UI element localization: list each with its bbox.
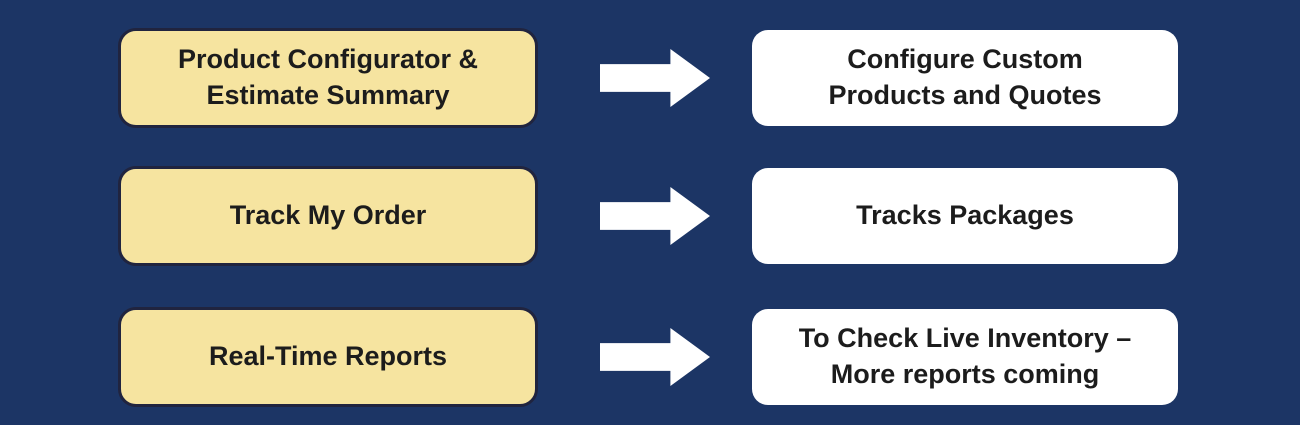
feature-label: Real-Time Reports [208,341,448,372]
description-box-live-inventory: To Check Live Inventory – More reports c… [752,309,1178,405]
description-label: To Check Live Inventory – More reports c… [798,323,1132,389]
feature-label: Product Configurator & Estimate Summary [178,44,478,110]
feature-box-track-my-order: Track My Order [118,166,538,266]
description-label: Configure Custom Products and Quotes [828,44,1102,110]
diagram-row: Product Configurator & Estimate Summary … [0,28,1300,128]
arrow-right-icon [600,328,710,386]
feature-box-real-time-reports: Real-Time Reports [118,307,538,407]
feature-label: Track My Order [229,200,427,231]
diagram-row: Track My Order Tracks Packages [0,166,1300,266]
description-box-tracks-packages: Tracks Packages [752,168,1178,264]
arrow-right-icon [600,49,710,107]
description-label: Tracks Packages [856,200,1074,231]
feature-box-product-configurator: Product Configurator & Estimate Summary [118,28,538,128]
diagram-row: Real-Time Reports To Check Live Inventor… [0,307,1300,407]
arrow-right-icon [600,187,710,245]
description-box-configure-custom: Configure Custom Products and Quotes [752,30,1178,126]
